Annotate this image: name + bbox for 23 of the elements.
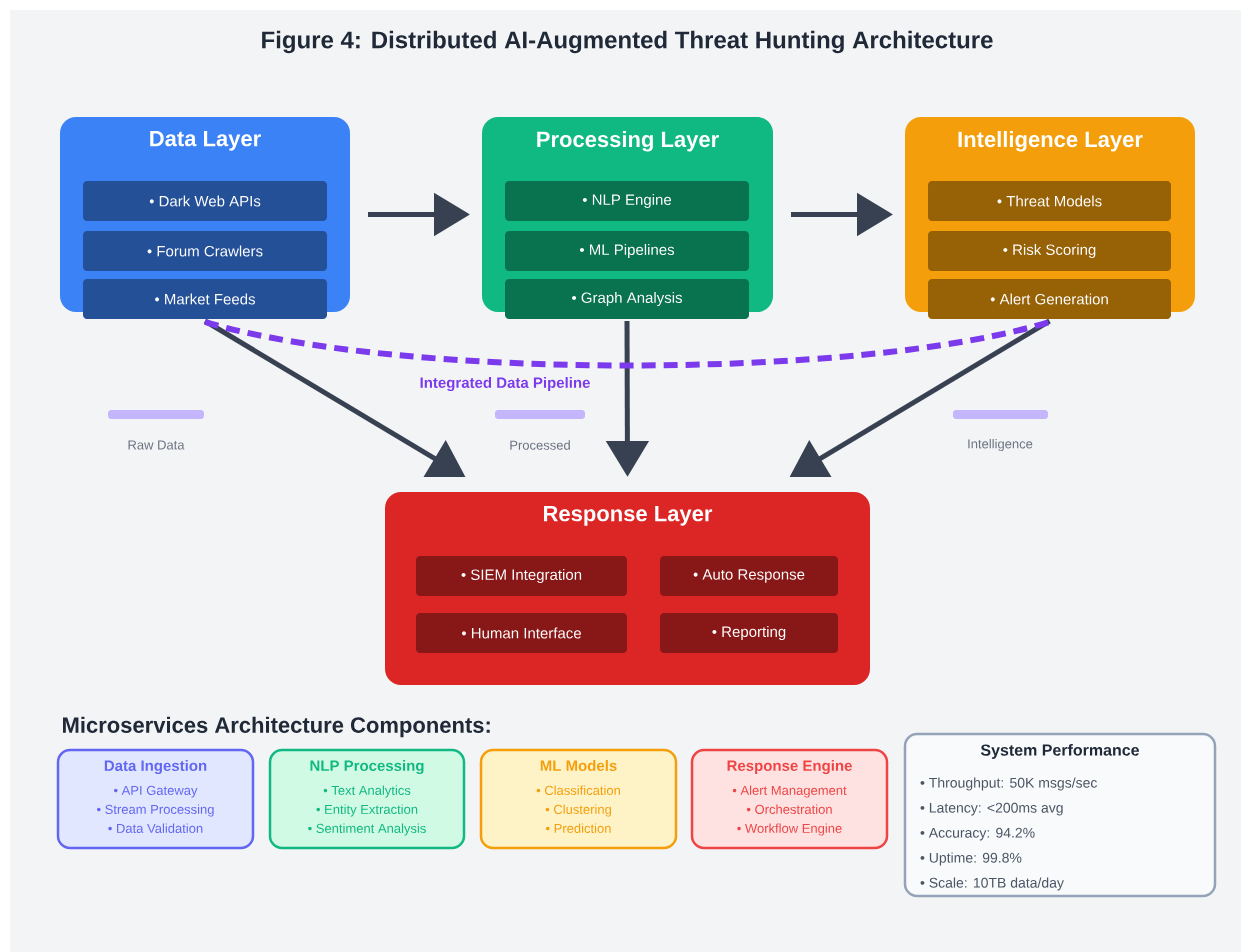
performance-card: System Performance • Throughput: 50K msgs/sec • Latency: <200ms avg • Accuracy: 94.2% • Uptime: 99.8% • Scale: 10TB data/day	[903, 732, 1217, 898]
component-box: • Risk Scoring	[928, 231, 1171, 271]
component-box: • Alert Generation	[928, 279, 1171, 319]
component-box: • Graph Analysis	[505, 279, 749, 319]
legend-label: Raw Data	[128, 440, 185, 450]
service-card: Response Engine • Alert Management • Orchestration • Workflow Engine	[690, 748, 889, 850]
component-box: • Market Feeds	[83, 279, 327, 319]
component-box: • Threat Models	[928, 181, 1171, 221]
component-box: • Dark Web APIs	[83, 181, 327, 221]
figure-title: Figure 4: Distributed AI-Augmented Threat Hunting Architecture	[262, 30, 993, 54]
component-box: • SIEM Integration	[416, 556, 627, 596]
service-card: NLP Processing • Text Analytics • Entity Extraction • Sentiment Analysis	[268, 748, 466, 850]
component-box: • Forum Crawlers	[83, 231, 327, 271]
component-box: • Human Interface	[416, 613, 627, 653]
component-box: • Auto Response	[660, 556, 838, 596]
component-box: • Reporting	[660, 613, 838, 653]
section-heading: Microservices Architecture Components:	[63, 716, 490, 738]
legend-label: Processed	[510, 440, 570, 450]
service-card: Data Ingestion • API Gateway • Stream Processing • Data Validation	[56, 748, 255, 850]
component-box: • NLP Engine	[505, 181, 749, 221]
component-box: • ML Pipelines	[505, 231, 749, 271]
service-card: ML Models • Classification • Clustering • Prediction	[479, 748, 678, 850]
legend-label: Intelligence	[968, 438, 1033, 452]
